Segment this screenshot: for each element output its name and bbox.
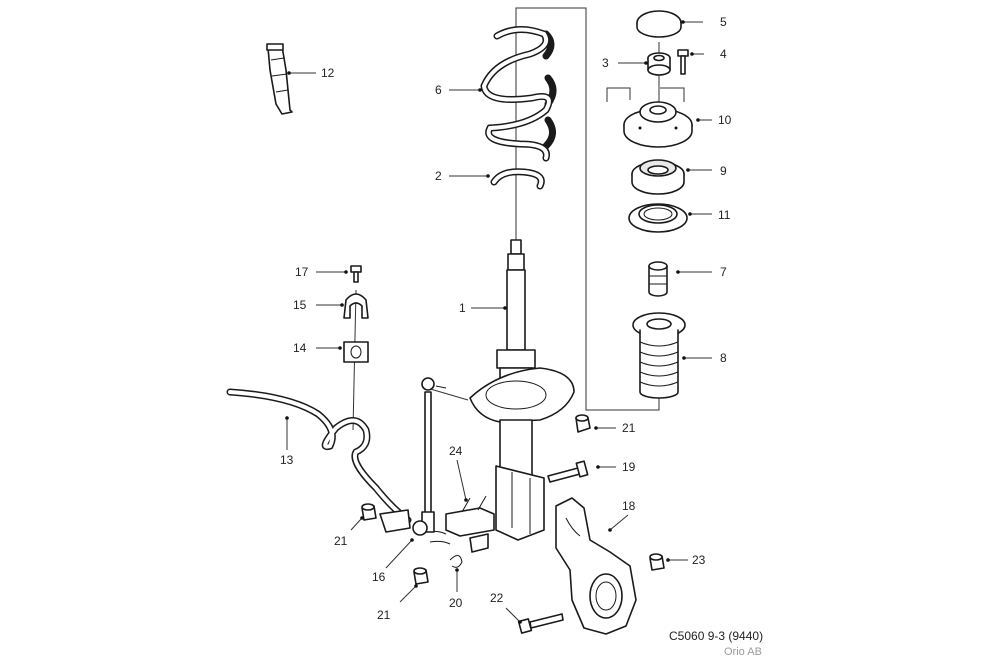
callout-23: 23 (692, 553, 706, 567)
figure-code: C5060 9-3 (9440) (669, 629, 764, 643)
callout-14: 14 (293, 341, 307, 355)
upper-strut-mount (623, 101, 693, 148)
mount-bolt (677, 49, 689, 75)
top-nut (647, 52, 671, 76)
dust-cap (636, 10, 682, 38)
callout-21-lower: 21 (377, 608, 391, 622)
callout-leaders (285, 20, 712, 624)
callout-numbers: 5 4 3 10 9 11 7 8 6 2 1 12 17 15 14 13 2… (280, 15, 732, 622)
callout-5: 5 (720, 15, 727, 29)
callout-16: 16 (372, 570, 386, 584)
callout-3: 3 (602, 56, 609, 70)
callout-10: 10 (718, 113, 732, 127)
lock-clip (449, 555, 463, 568)
clamp-bolt (350, 265, 362, 283)
nut-knuckle (649, 553, 665, 571)
bushing-clamp (343, 293, 369, 319)
strut-bearing (631, 159, 685, 195)
coil-spring (480, 26, 557, 162)
callout-24: 24 (449, 444, 463, 458)
callout-2: 2 (435, 169, 442, 183)
stabilizer-bar (226, 388, 412, 533)
callout-18: 18 (622, 499, 636, 513)
callout-20: 20 (449, 596, 463, 610)
callout-22: 22 (490, 591, 504, 605)
nut-stabilizer-link (361, 503, 377, 521)
callout-13: 13 (280, 453, 294, 467)
nut-link-lower (413, 567, 429, 585)
callout-1: 1 (459, 301, 466, 315)
stabilizer-link (412, 377, 447, 536)
callout-11: 11 (718, 208, 731, 222)
callout-8: 8 (720, 351, 727, 365)
callout-21-strut: 21 (622, 421, 636, 435)
knuckle-bolt (517, 613, 564, 634)
strut-bolt (547, 460, 589, 483)
spring-insulator (490, 168, 545, 190)
grease-tube (266, 43, 293, 115)
nut-strut-upper (575, 414, 591, 433)
stabilizer-bushing (343, 341, 369, 363)
callout-12: 12 (321, 66, 335, 80)
callout-21-link: 21 (334, 534, 348, 548)
callout-7: 7 (720, 265, 727, 279)
shock-absorber-strut (469, 239, 575, 541)
callout-15: 15 (293, 298, 307, 312)
callout-6: 6 (435, 83, 442, 97)
callout-17: 17 (295, 265, 309, 279)
company-name: Orio AB (724, 646, 762, 658)
steering-knuckle (555, 497, 637, 635)
bump-stop (648, 261, 668, 297)
callout-19: 19 (622, 460, 636, 474)
protective-boot (632, 312, 686, 399)
spring-seat (628, 203, 688, 233)
callout-9: 9 (720, 164, 727, 178)
brake-hose-bracket (425, 495, 495, 553)
callout-4: 4 (720, 47, 727, 61)
